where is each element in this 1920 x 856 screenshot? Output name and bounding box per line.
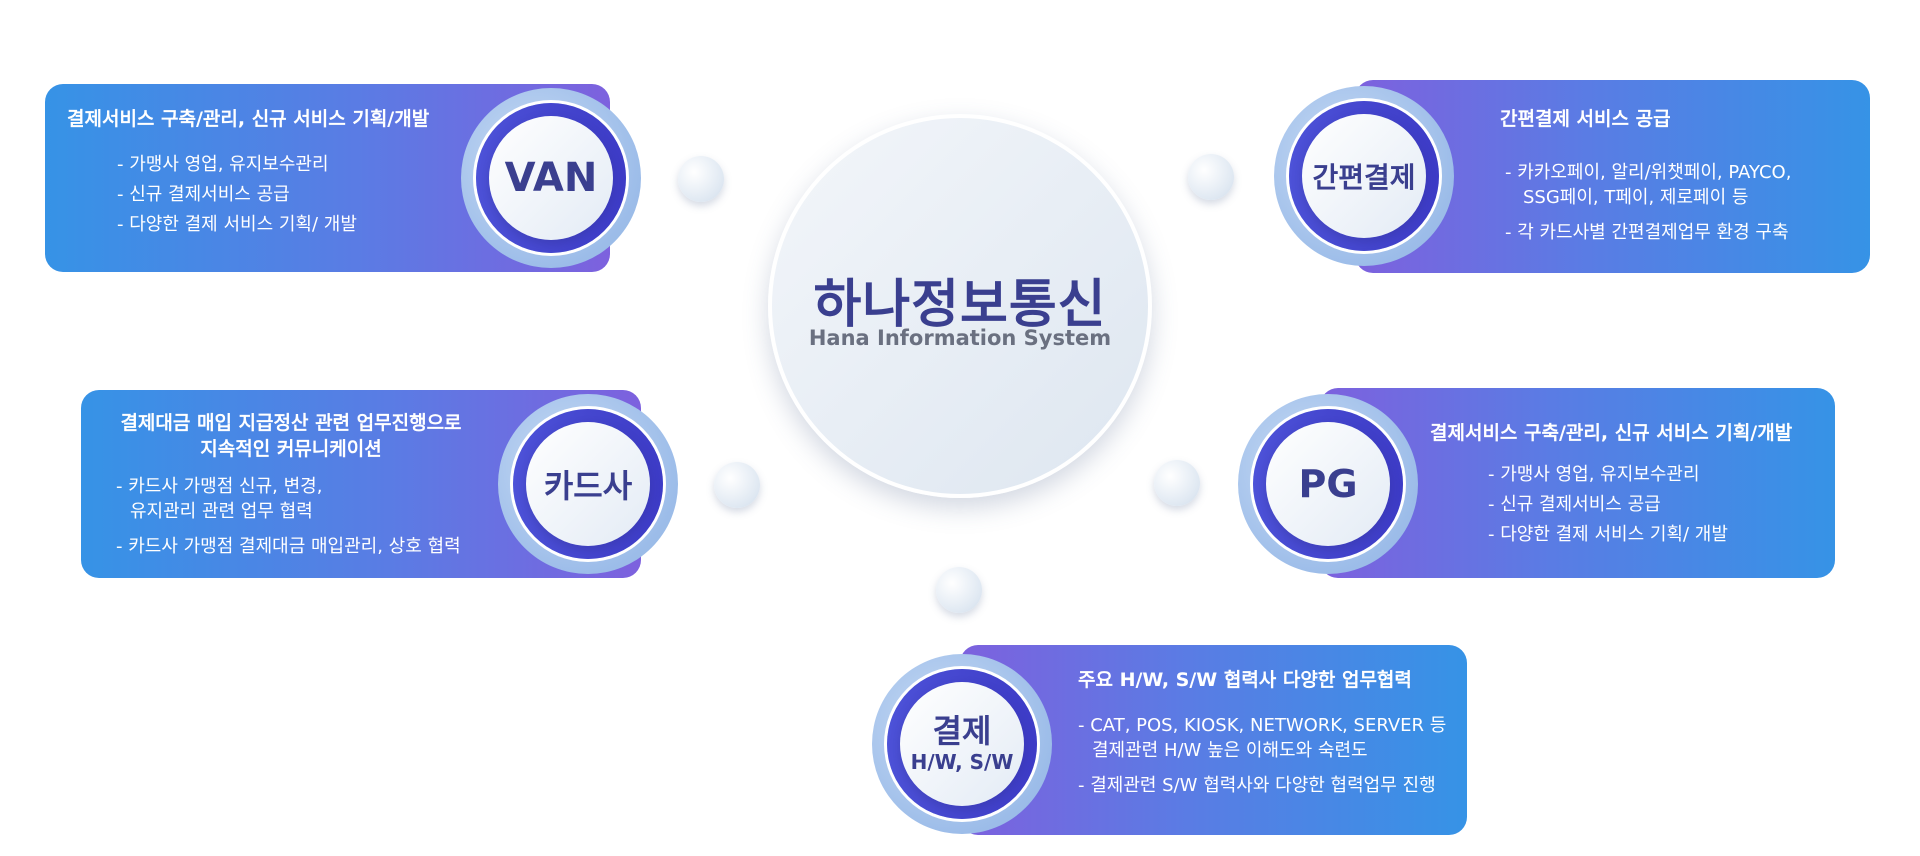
hw-sw-item: - 결제관련 S/W 협력사와 다양한 협력업무 진행 [1078, 775, 1436, 796]
simple-pay-badge-label: 간편결제 [1302, 114, 1426, 238]
van-panel-title: 결제서비스 구축/관리, 신규 서비스 기획/개발 [67, 108, 430, 130]
hw-sw-item-list: - CAT, POS, KIOSK, NETWORK, SERVER 등 결제관… [1078, 713, 1446, 801]
card-badge-label: 카드사 [526, 422, 650, 546]
van-badge-label: VAN [489, 116, 613, 240]
pg-item: - 가맹사 영업, 유지보수관리 [1488, 464, 1700, 485]
card-item: - 카드사 가맹점 결제대금 매입관리, 상호 협력 [116, 536, 461, 557]
company-name-korean: 하나정보통신 [813, 275, 1107, 335]
connector-bubble-hw [936, 567, 982, 613]
van-item: - 다양한 결제 서비스 기획/ 개발 [117, 214, 357, 235]
pg-item: - 다양한 결제 서비스 기획/ 개발 [1488, 524, 1728, 545]
hw-sw-badge-label: 결제 H/W, S/W [900, 682, 1024, 806]
pg-panel: 결제서비스 구축/관리, 신규 서비스 기획/개발 - 가맹사 영업, 유지보수… [1320, 388, 1835, 578]
hw-sw-panel-title: 주요 H/W, S/W 협력사 다양한 업무협력 [1078, 669, 1412, 691]
simple-pay-item: - 카카오페이, 알리/위챗페이, PAYCO, SSG페이, T페이, 제로페… [1505, 162, 1792, 208]
simple-pay-panel-title: 간편결제 서비스 공급 [1500, 108, 1671, 130]
pg-badge-label: PG [1266, 422, 1390, 546]
van-badge: VAN [461, 88, 641, 268]
connector-bubble-card [714, 462, 760, 508]
hw-sw-badge: 결제 H/W, S/W [872, 654, 1052, 834]
center-circle: 하나정보통신 Hana Information System [768, 114, 1152, 498]
hw-sw-item: - CAT, POS, KIOSK, NETWORK, SERVER 등 결제관… [1078, 715, 1447, 761]
simple-pay-badge: 간편결제 [1274, 86, 1454, 266]
card-panel-title: 결제대금 매입 지급정산 관련 업무진행으로 지속적인 커뮤니케이션 [120, 412, 462, 460]
connector-bubble-van [678, 156, 724, 202]
pg-item-list: - 가맹사 영업, 유지보수관리 - 신규 결제서비스 공급 - 다양한 결제 … [1488, 460, 1728, 550]
van-item: - 신규 결제서비스 공급 [117, 184, 290, 205]
card-item-list: - 카드사 가맹점 신규, 변경, 유지관리 관련 업무 협력 - 카드사 가맹… [116, 474, 461, 562]
simple-pay-item-list: - 카카오페이, 알리/위챗페이, PAYCO, SSG페이, T페이, 제로페… [1505, 160, 1791, 248]
card-badge: 카드사 [498, 394, 678, 574]
pg-item: - 신규 결제서비스 공급 [1488, 494, 1661, 515]
van-item-list: - 가맹사 영업, 유지보수관리 - 신규 결제서비스 공급 - 다양한 결제 … [117, 150, 357, 240]
simple-pay-item: - 각 카드사별 간편결제업무 환경 구축 [1505, 222, 1789, 243]
connector-bubble-simple-pay [1188, 154, 1234, 200]
van-item: - 가맹사 영업, 유지보수관리 [117, 154, 329, 175]
pg-badge: PG [1238, 394, 1418, 574]
company-name-english: Hana Information System [808, 326, 1112, 350]
connector-bubble-pg [1154, 460, 1200, 506]
card-item: - 카드사 가맹점 신규, 변경, 유지관리 관련 업무 협력 [116, 476, 323, 522]
pg-panel-title: 결제서비스 구축/관리, 신규 서비스 기획/개발 [1430, 422, 1793, 444]
